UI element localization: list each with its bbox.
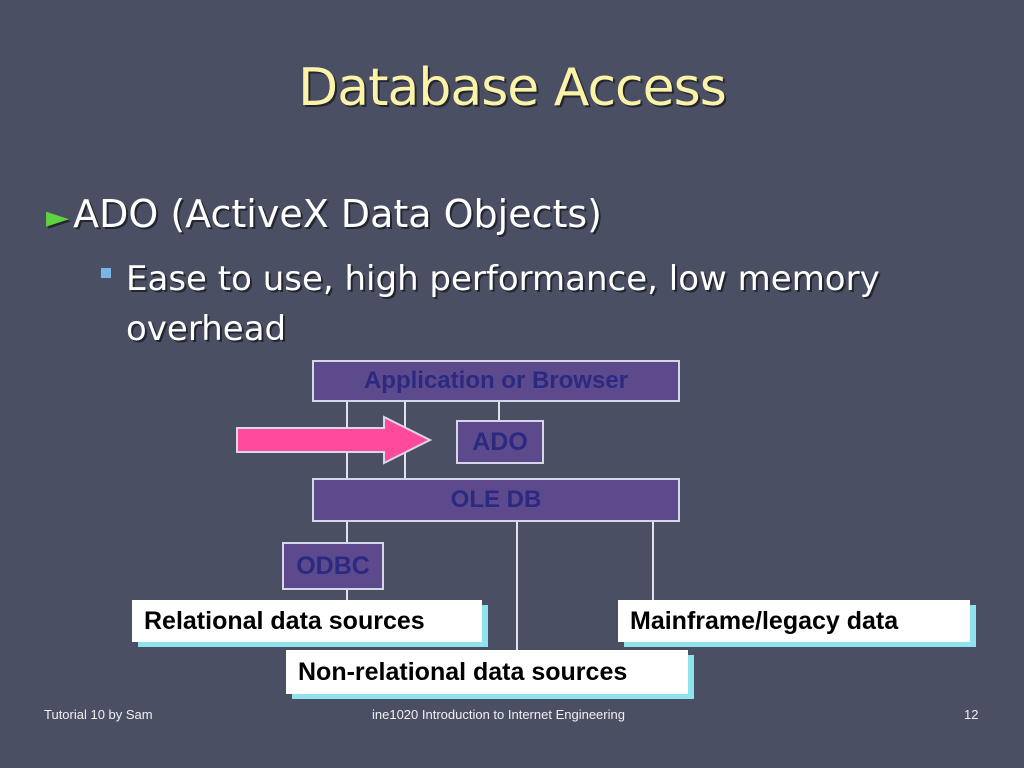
footer-left: Tutorial 10 by Sam	[44, 707, 153, 722]
slide-title: Database Access	[298, 58, 727, 118]
oledb-box: OLE DB	[312, 478, 680, 522]
mainframe-legacy-box: Mainframe/legacy data	[618, 600, 970, 642]
nonrelational-sources-box: Non-relational data sources	[286, 650, 688, 694]
triangle-bullet-icon: ►	[46, 200, 70, 235]
connector-line	[498, 402, 500, 422]
bullet-level1-text: ADO (ActiveX Data Objects)	[73, 192, 602, 236]
bullet-level1: ►ADO (ActiveX Data Objects)	[46, 192, 602, 236]
connector-line	[516, 522, 518, 652]
connector-line	[652, 522, 654, 600]
square-bullet-icon	[101, 268, 111, 278]
footer-center: ine1020 Introduction to Internet Enginee…	[372, 707, 625, 722]
page-number: 12	[964, 707, 979, 722]
odbc-box: ODBC	[282, 542, 384, 590]
connector-line	[346, 402, 348, 542]
connector-line	[346, 590, 348, 600]
ado-box: ADO	[456, 420, 544, 464]
bullet-level2-text: Ease to use, high performance, low memor…	[126, 259, 880, 349]
relational-sources-box: Relational data sources	[132, 600, 482, 642]
application-browser-box: Application or Browser	[312, 360, 680, 402]
pointer-arrow-icon	[236, 415, 433, 465]
